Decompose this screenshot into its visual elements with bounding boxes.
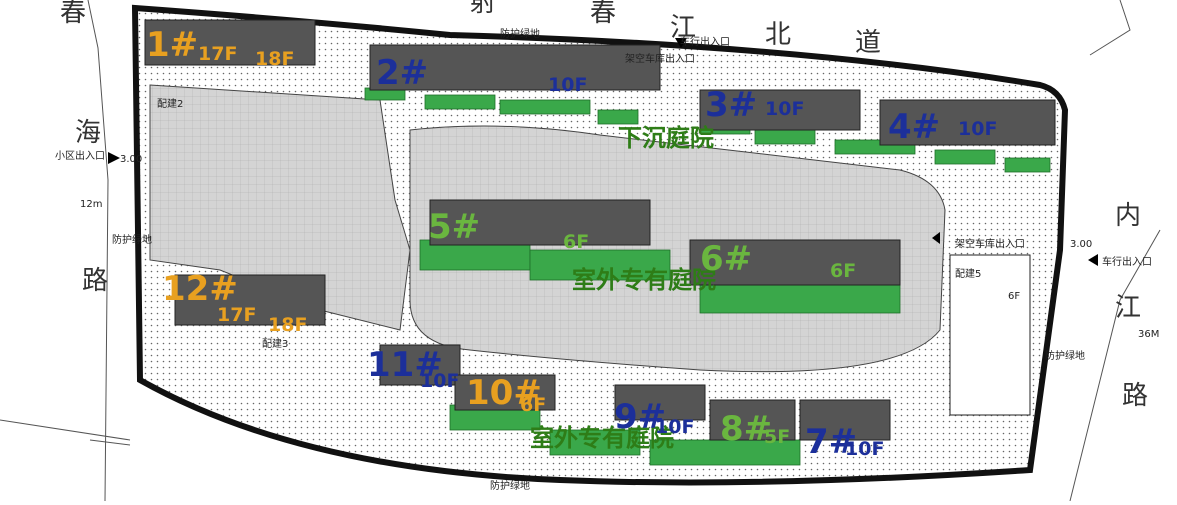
aux5-block	[949, 254, 1031, 416]
green-buffer-right: 防护绿地	[1045, 351, 1085, 362]
community-entrance: 小区出入口	[55, 151, 105, 162]
vehicle-exit-top: 车行出入口	[680, 37, 730, 48]
building-8-label: 8#	[720, 409, 773, 449]
building-10-label: 10#	[466, 373, 542, 413]
building-12-floor-b: 18F	[268, 314, 308, 336]
building-5-label: 5#	[428, 207, 481, 247]
building-4-floor: 10F	[958, 118, 998, 140]
building-4-label: 4#	[888, 107, 941, 147]
vehicle-exit-right: 车行出入口	[1102, 257, 1152, 268]
green-buffer-top: 防护绿地	[500, 29, 540, 40]
building-9-label: 9#	[614, 397, 667, 437]
green-buffer-bottom: 防护绿地	[490, 481, 530, 492]
road-label-east-2: 江	[1115, 293, 1142, 323]
building-2-label: 2#	[376, 53, 429, 93]
road-label-north-1: 春	[590, 0, 617, 28]
road-label-east-3: 路	[1122, 381, 1149, 411]
building-11-label: 11#	[367, 345, 443, 385]
building-8-floor: 5F	[764, 426, 791, 448]
west-plaza	[149, 84, 411, 331]
building-footprints	[144, 19, 1056, 441]
road-label-north-2: 江	[670, 13, 697, 43]
private-garden-label-2: 室外专有庭院	[530, 424, 674, 452]
building-6-label: 6#	[700, 239, 753, 279]
private-garden-label-1: 室外专有庭院	[572, 266, 716, 294]
aux5-floors: 6F	[1008, 291, 1021, 302]
garage-exit-top: 架空车库出入口	[625, 54, 695, 65]
sunken-courtyard-label: 下沉庭院	[618, 124, 714, 152]
road-label-west-2: 路	[82, 266, 109, 296]
aux5-label: 配建5	[955, 269, 982, 280]
dim-300-right: 3.00	[1070, 239, 1093, 250]
road-label-north-4: 道	[855, 28, 882, 58]
building-1-label: 1#	[146, 25, 199, 65]
building-7-floor: 10F	[845, 438, 885, 460]
building-1-floor-b: 18F	[255, 48, 295, 70]
road-label-north-3: 北	[765, 20, 792, 50]
green-buffer-left: 防护绿地	[112, 235, 152, 246]
aux2-label: 配建2	[157, 99, 184, 110]
building-9-floor: 10F	[655, 416, 695, 438]
building-3-label: 3#	[705, 85, 758, 125]
building-6-floor: 6F	[830, 260, 857, 282]
building-1-floor-a: 17F	[198, 43, 238, 65]
road-label-top-left: 春	[60, 0, 87, 28]
dim-300-left: 3.00	[120, 154, 143, 165]
road-label-east-1: 内	[1115, 201, 1142, 231]
building-7-label: 7#	[805, 422, 858, 462]
building-12-floor-a: 17F	[217, 304, 257, 326]
building-10-floor: 6F	[520, 394, 547, 416]
road-label-top-partial: 射	[470, 0, 497, 18]
building-5-floor: 6F	[563, 231, 590, 253]
building-2-floor: 10F	[548, 74, 588, 96]
entrance-arrows	[108, 38, 1098, 266]
building-11-floor: 10F	[420, 370, 460, 392]
lawns	[364, 87, 1051, 466]
building-3-floor: 10F	[765, 98, 805, 120]
aux3-label: 配建3	[262, 339, 289, 350]
garage-exit-right: 架空车库出入口	[955, 239, 1025, 250]
dim-36m: 36M	[1138, 329, 1160, 340]
building-12-label: 12#	[162, 269, 238, 309]
road-label-west-1: 海	[75, 118, 102, 148]
dim-12m: 12m	[80, 199, 103, 210]
